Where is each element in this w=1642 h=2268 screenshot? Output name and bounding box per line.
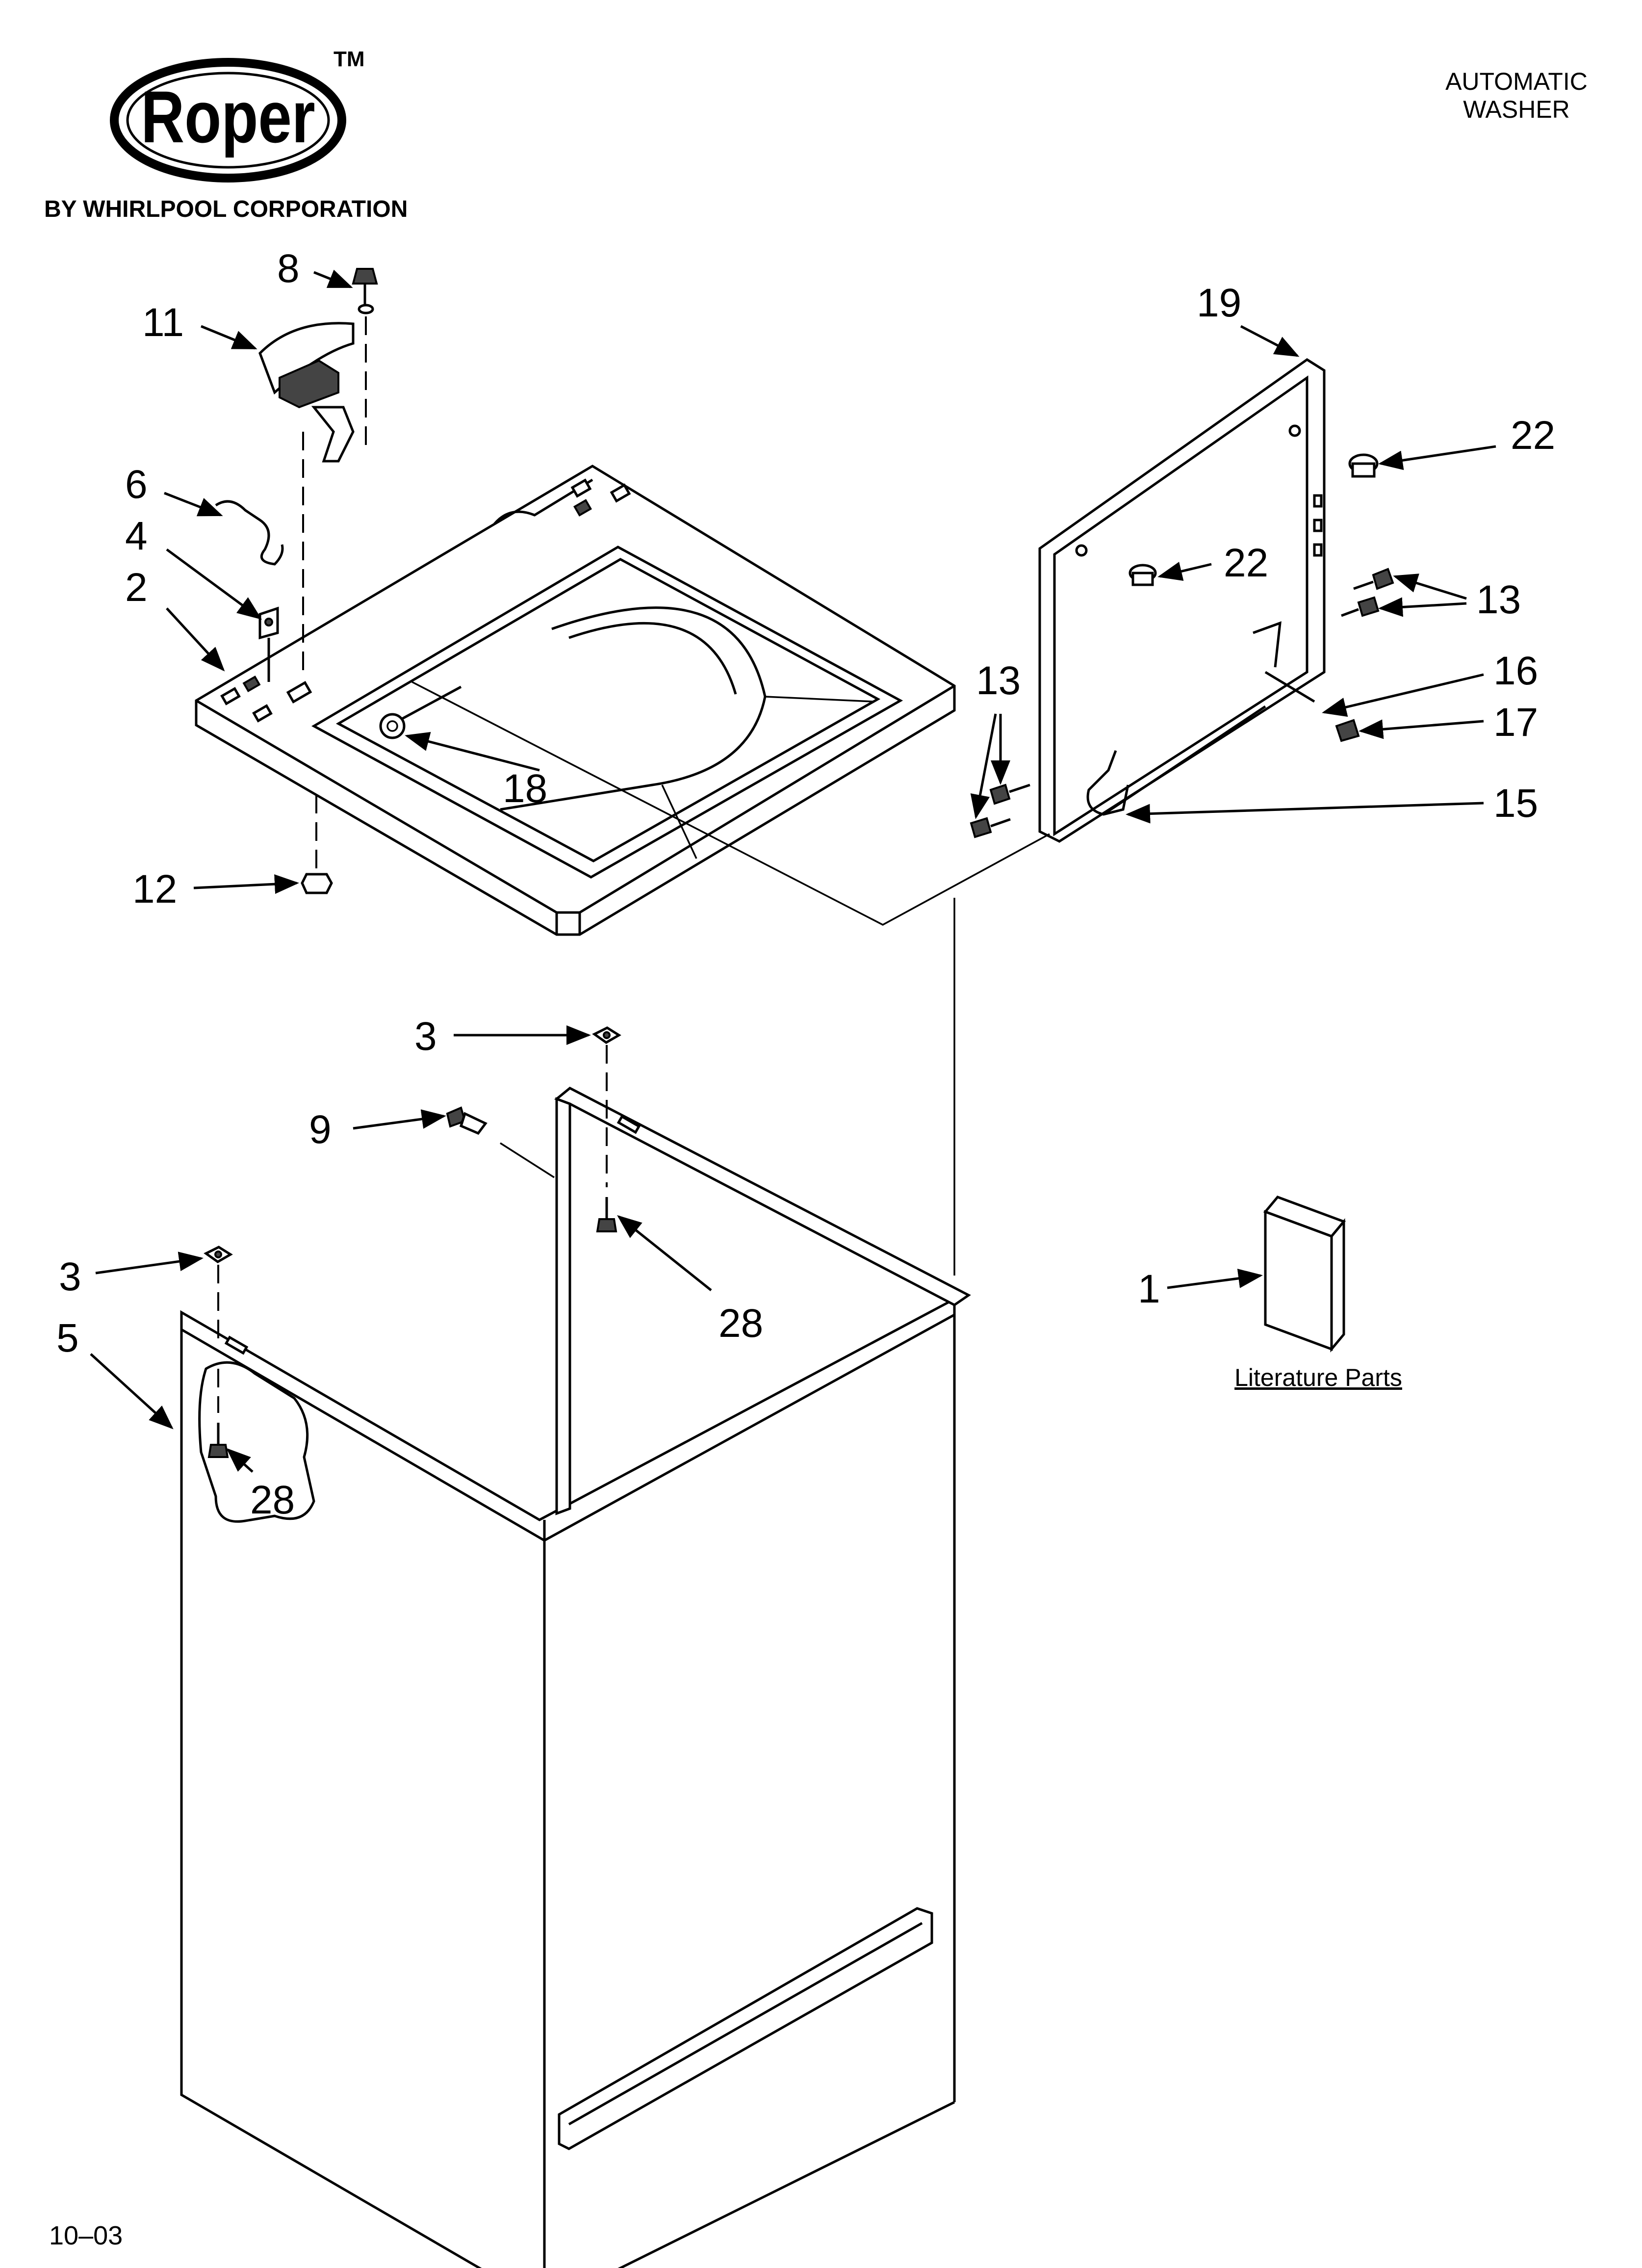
roper-logo: Roper TM xyxy=(110,47,365,182)
screw-part-8 xyxy=(352,268,378,314)
plug-part-22-upper xyxy=(1348,453,1379,478)
callout-13-left: 13 xyxy=(976,658,1021,703)
callout-28-upper: 28 xyxy=(718,1301,763,1346)
callout-16: 16 xyxy=(1493,649,1538,693)
callout-9: 9 xyxy=(309,1107,332,1152)
brand-subtitle: BY WHIRLPOOL CORPORATION xyxy=(44,196,408,222)
screw-part-28-lower xyxy=(207,1423,229,1458)
screw-part-13-right-a xyxy=(1353,568,1394,590)
lid-switch-part-11 xyxy=(258,322,355,463)
callout-3-lower: 3 xyxy=(59,1254,81,1299)
callout-18: 18 xyxy=(503,766,547,811)
callout-22-lower: 22 xyxy=(1224,541,1268,585)
callout-15: 15 xyxy=(1493,781,1538,826)
logo-text: Roper xyxy=(141,76,315,158)
callout-3-upper: 3 xyxy=(414,1014,437,1059)
bracket-part-4 xyxy=(258,606,279,682)
screw-part-13-right-b xyxy=(1341,596,1380,617)
clip-part-3-lower xyxy=(204,1246,233,1263)
callout-6: 6 xyxy=(125,462,148,507)
callout-28-lower: 28 xyxy=(250,1478,295,1522)
nut-part-17 xyxy=(1335,719,1360,742)
nut-part-12 xyxy=(301,873,333,894)
console-back-panel-part-19 xyxy=(1038,358,1326,843)
literature-part-1 xyxy=(1263,1196,1346,1353)
trademark-mark: TM xyxy=(334,47,365,71)
clip-part-6 xyxy=(215,500,284,566)
footer-code: 10–03 xyxy=(49,2221,123,2250)
washer-top-part-2 xyxy=(195,465,956,936)
plug-part-22-lower xyxy=(1129,564,1157,586)
screw-part-13-left-a xyxy=(989,783,1030,805)
callout-2: 2 xyxy=(125,565,148,610)
callout-22-upper: 22 xyxy=(1511,413,1555,458)
callout-17: 17 xyxy=(1493,700,1538,745)
callout-5: 5 xyxy=(56,1316,79,1360)
callout-11: 11 xyxy=(142,300,184,345)
callout-4: 4 xyxy=(125,514,148,558)
title-line-1: AUTOMATIC xyxy=(1445,68,1588,95)
title-line-2: WASHER xyxy=(1463,96,1570,123)
cabinet-part-5 xyxy=(180,1087,971,2268)
callout-8: 8 xyxy=(277,246,300,291)
cabinet-cutaway xyxy=(198,1361,315,1523)
callout-19: 19 xyxy=(1197,281,1241,325)
screw-part-28-upper xyxy=(596,1197,617,1232)
screw-part-13-left-b xyxy=(970,817,1011,838)
clip-part-3-upper xyxy=(592,1026,621,1044)
literature-parts-label: Literature Parts xyxy=(1234,1364,1402,1391)
callout-13-right: 13 xyxy=(1476,577,1521,622)
callout-arrows xyxy=(90,269,1496,1473)
callout-1: 1 xyxy=(1138,1267,1160,1311)
screw-part-9 xyxy=(446,1106,487,1135)
callout-12: 12 xyxy=(132,867,177,912)
